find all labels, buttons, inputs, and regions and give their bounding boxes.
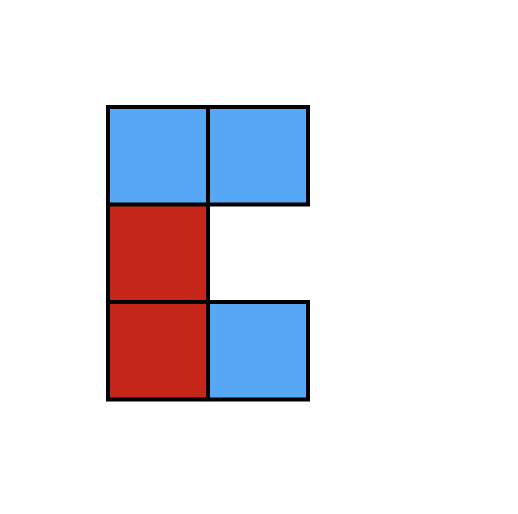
grid-cell-blue-r2-c1 xyxy=(206,300,310,402)
grid-cell-blue-r0-c0 xyxy=(106,105,210,207)
grid-cell-blue-r0-c1 xyxy=(206,105,310,207)
grid-cell-red-r1-c0 xyxy=(106,202,210,304)
grid-cell-red-r2-c0 xyxy=(106,300,210,402)
